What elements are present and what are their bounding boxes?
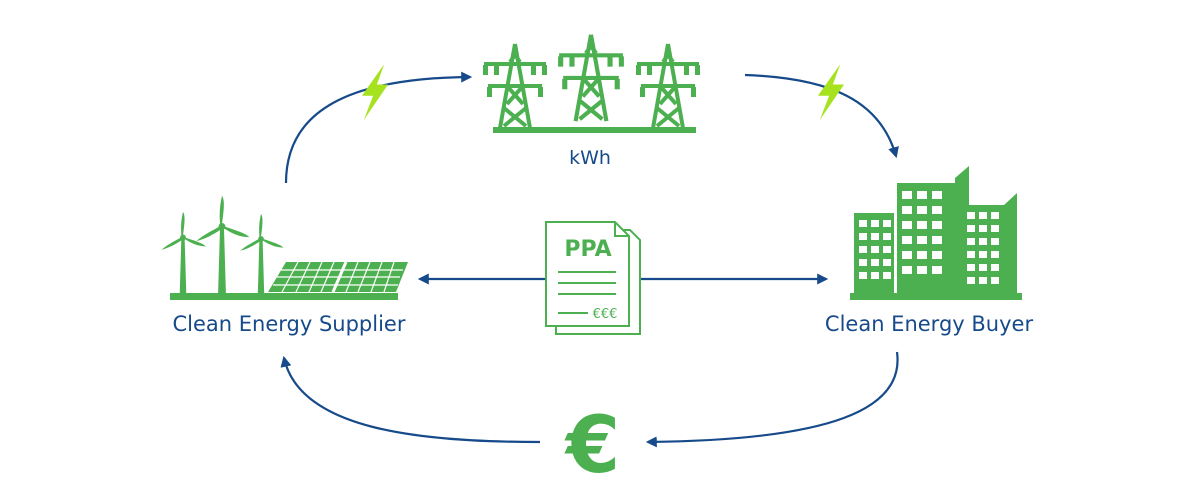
city-buildings-icon: [850, 166, 1022, 300]
ppa-document-title: PPA: [564, 237, 611, 262]
buyer-label: Clean Energy Buyer: [824, 312, 1034, 336]
arrow-buyer-to-payment: [645, 351, 899, 448]
arrow-payment-to-supplier: [280, 355, 541, 444]
solar-panel-icon: [268, 261, 408, 293]
arrow-grid-to-buyer: [744, 73, 899, 159]
grid-label: kWh: [569, 147, 611, 169]
arrow-supplier-to-grid: [284, 71, 473, 184]
ppa-document-icon: PPA €€€: [545, 221, 641, 335]
supplier-label: Clean Energy Supplier: [172, 312, 406, 336]
euro-payment-icon: €: [564, 401, 620, 491]
power-grid-icon: [481, 35, 702, 133]
wind-and-solar-icon: [161, 196, 408, 300]
ppa-amount: €€€: [593, 307, 618, 322]
lightning-bolt-icon: [361, 64, 389, 120]
